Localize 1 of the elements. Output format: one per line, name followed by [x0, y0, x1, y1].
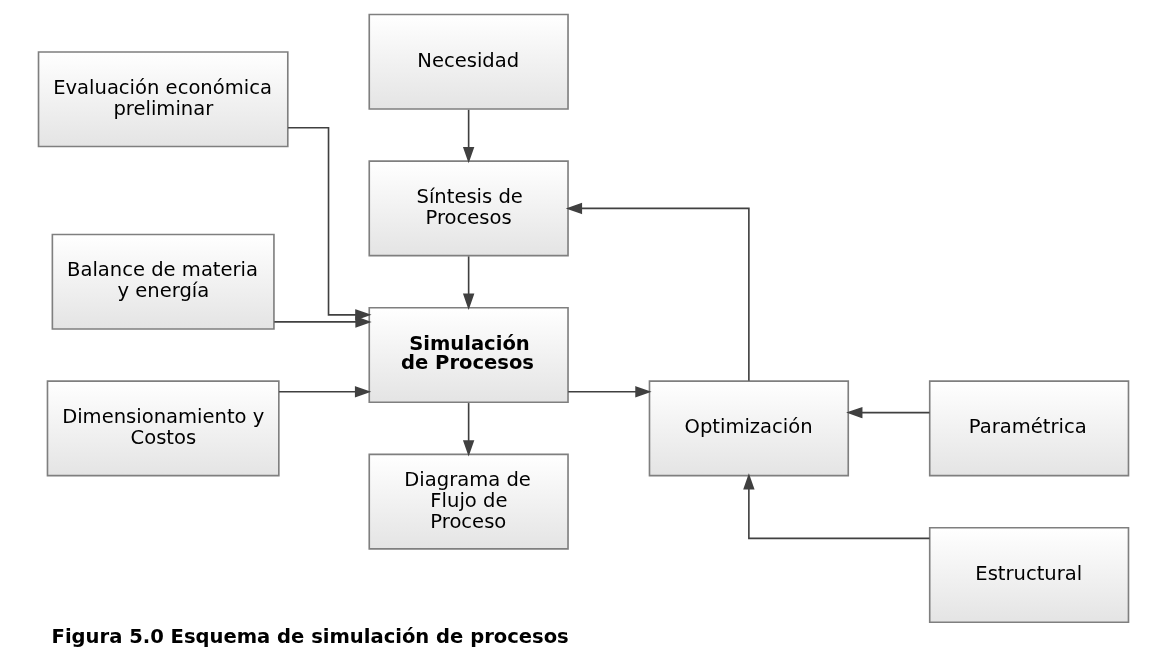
caption: Figura 5.0 Esquema de simulación de procesos	[51, 624, 569, 648]
